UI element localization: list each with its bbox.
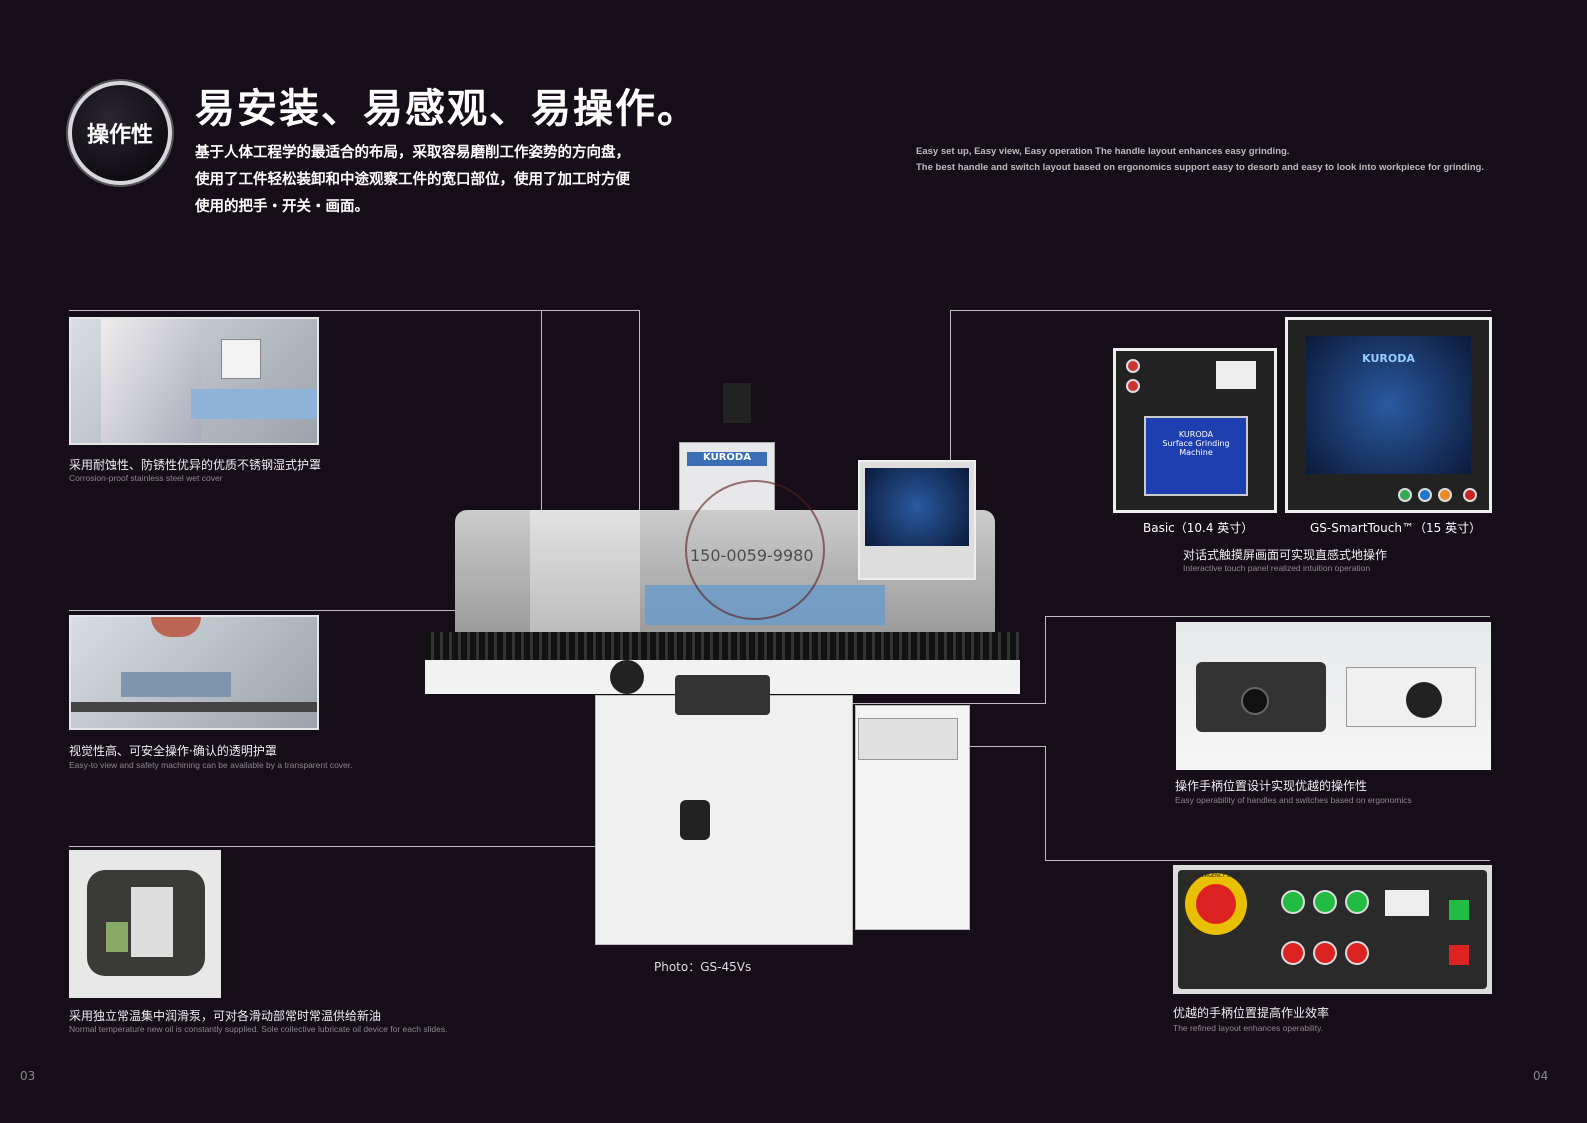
badge-label: 操作性: [86, 123, 153, 148]
feature-caption: 采用独立常温集中润滑泵，可对各滑动部常时常温供给新油: [69, 1009, 382, 1023]
screen-title: KURODA: [1178, 430, 1214, 439]
section-badge: 操作性: [68, 81, 172, 185]
estop-label: EMERGENCY STOP: [1193, 873, 1241, 879]
screen-title: KURODA: [1306, 336, 1471, 474]
feature-caption-en: Easy operability of handles and switches…: [1175, 795, 1412, 805]
intro-zh: 基于人体工程学的最适合的布局，采取容易磨削工作姿势的方向盘， 使用了工件轻松装卸…: [195, 140, 630, 221]
leader-line: [541, 310, 542, 557]
feature-caption: 优越的手柄位置提高作业效率: [1173, 1006, 1330, 1020]
feature-caption-en: Corrosion-proof stainless steel wet cove…: [69, 473, 223, 483]
handles-photo: [1176, 622, 1491, 770]
page-title: 易安装、易感观、易操作。: [195, 86, 699, 132]
leader-line: [950, 310, 951, 483]
feature-caption: 对话式触摸屏画面可实现直感式地操作: [1183, 548, 1388, 562]
intro-line: 使用了工件轻松装卸和中途观察工件的宽口部位，使用了加工时方便: [195, 172, 630, 188]
feature-caption: 视觉性高、可安全操作·确认的透明护罩: [69, 744, 277, 758]
page-number-left: 03: [20, 1069, 36, 1083]
control-panel-photo: EMERGENCY STOP: [1173, 865, 1492, 994]
intro-line: 使用的把手・开关・画面。: [195, 199, 369, 215]
feature-caption: 采用耐蚀性、防锈性优异的优质不锈钢湿式护罩: [69, 458, 322, 472]
smarttouch-label: GS-SmartTouch™（15 英寸）: [1310, 521, 1482, 535]
leader-line: [1045, 860, 1490, 861]
machine-brand: KURODA: [687, 452, 767, 466]
leader-line: [69, 310, 640, 311]
smarttouch-panel-photo: KURODA: [1285, 317, 1492, 513]
leader-line: [639, 310, 640, 536]
intro-line: 基于人体工程学的最适合的布局，采取容易磨削工作姿势的方向盘，: [195, 145, 630, 161]
page-number-right: 04: [1533, 1069, 1549, 1083]
watermark: 150-0059-9980: [690, 546, 814, 565]
leader-line: [1045, 746, 1046, 861]
lubrication-pump-photo: [69, 850, 221, 998]
leader-line: [960, 746, 1046, 747]
stainless-cover-photo: [69, 317, 319, 445]
grinding-machine-photo: KURODA 150-0059-9980: [425, 380, 1025, 950]
intro-en: Easy set up, Easy view, Easy operation T…: [916, 144, 1484, 176]
feature-caption-en: The refined layout enhances operability.: [1173, 1023, 1324, 1033]
photo-label: Photo：GS-45Vs: [654, 960, 752, 974]
feature-caption: 操作手柄位置设计实现优越的操作性: [1175, 779, 1368, 793]
basic-panel-photo: KURODA Surface Grinding Machine: [1113, 348, 1277, 513]
feature-caption-en: Normal temperature new oil is constantly…: [69, 1024, 448, 1034]
feature-caption-en: Easy-to view and safety machining can be…: [69, 760, 353, 770]
intro-line-en: Easy set up, Easy view, Easy operation T…: [916, 146, 1290, 157]
leader-line: [69, 846, 699, 847]
feature-caption-en: Interactive touch panel realized intuiti…: [1183, 563, 1371, 573]
leader-line: [950, 310, 1491, 311]
leader-line: [1045, 616, 1046, 704]
screen-subtitle: Surface Grinding Machine: [1162, 439, 1230, 457]
basic-label: Basic（10.4 英寸）: [1143, 521, 1254, 535]
leader-line: [69, 610, 640, 611]
transparent-cover-photo: [69, 615, 319, 730]
intro-line-en: The best handle and switch layout based …: [916, 162, 1484, 173]
leader-line: [762, 703, 1046, 704]
leader-line: [1045, 616, 1490, 617]
